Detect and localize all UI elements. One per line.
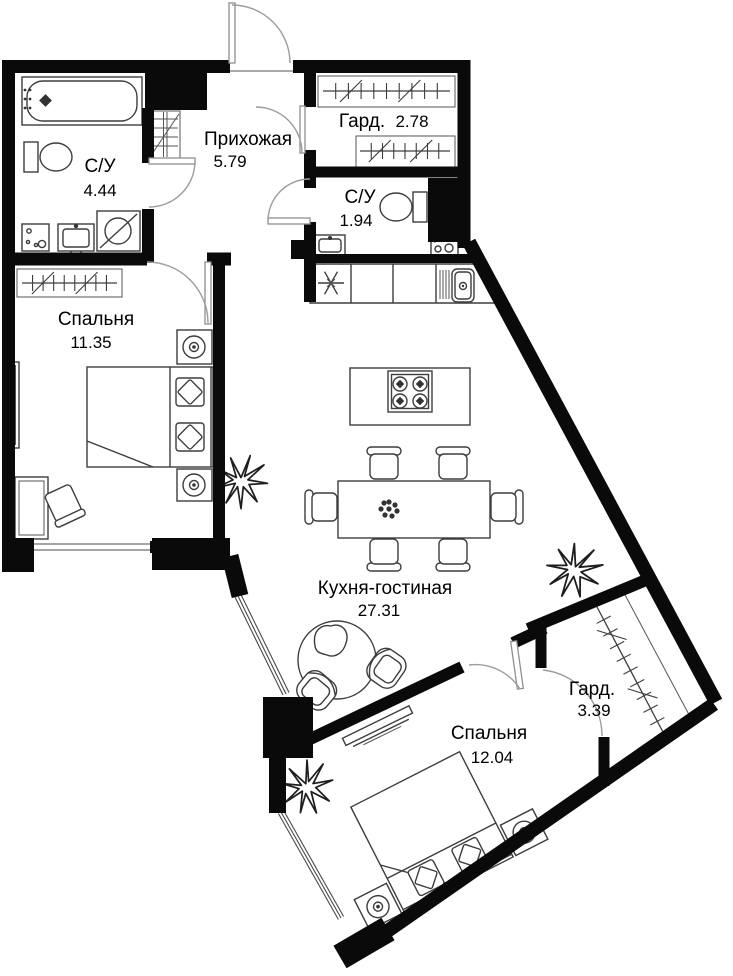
wardrobe-shelf-edge — [623, 592, 695, 725]
floor-drain-unit — [21, 223, 50, 252]
desk-chair — [44, 484, 86, 528]
cooktop — [387, 370, 433, 413]
wardrobe-shelf — [317, 75, 456, 108]
room-area: 3.39 — [577, 701, 610, 720]
desk — [14, 476, 49, 540]
kitchen-window — [233, 592, 290, 696]
hall-closet-block — [145, 66, 207, 110]
room-area: 12.04 — [471, 748, 514, 767]
wardrobe-2-door — [542, 669, 603, 737]
bed-2 — [349, 750, 515, 914]
room-bedroom-1 — [11, 268, 214, 540]
nightstand — [176, 468, 213, 502]
dining-table — [337, 480, 491, 539]
pouf — [313, 624, 348, 657]
room-label: Спальня — [451, 723, 527, 744]
bedroom-1-door — [146, 261, 212, 325]
washing-machine — [96, 210, 141, 252]
room-label: Гард. — [569, 679, 615, 700]
room-area: 5.79 — [213, 152, 246, 171]
walls — [2, 60, 723, 969]
shaft — [428, 178, 470, 242]
bathroom-1-door — [148, 157, 196, 208]
room-kitchen-living — [291, 263, 524, 748]
room-area: 2.78 — [395, 112, 428, 131]
room-wardrobe-2 — [623, 592, 695, 725]
bathtub — [21, 76, 143, 126]
wardrobe-rail-band — [16, 268, 123, 298]
room-area: 1.94 — [339, 211, 372, 230]
room-label: Гард. — [339, 111, 385, 132]
labels: С/У 4.44 Прихожая 5.79 Гард. 2.78 С/У 1.… — [58, 111, 615, 767]
bed-1 — [86, 366, 214, 468]
room-area: 11.35 — [70, 333, 111, 352]
table-flowers — [378, 499, 400, 519]
room-area: 27.31 — [358, 601, 401, 620]
bathroom-2-door — [267, 178, 311, 225]
tv-panel-2 — [341, 704, 414, 748]
toilet-1 — [23, 141, 73, 173]
lounge-area — [291, 620, 411, 716]
room-label: Спальня — [58, 309, 134, 330]
kitchen-sink — [439, 268, 475, 303]
doors — [146, 2, 603, 737]
entrance-door — [228, 2, 293, 72]
room-bathroom-1 — [21, 76, 143, 256]
nightstand — [176, 329, 213, 365]
bedroom-1-window — [30, 541, 154, 553]
kitchen-island — [349, 367, 471, 426]
bedroom-2-window — [277, 810, 345, 920]
room-label: Прихожая — [204, 129, 292, 150]
bathroom-sink — [57, 223, 95, 256]
nightstand — [353, 882, 403, 931]
toilet-2 — [379, 191, 428, 223]
hanging-rails — [22, 79, 665, 735]
room-hallway — [150, 110, 181, 159]
kitchen-counter — [309, 263, 499, 304]
room-area: 4.44 — [83, 181, 116, 200]
room-label: С/У — [344, 187, 376, 208]
room-label: Кухня-гостиная — [318, 578, 452, 599]
bedroom-2-door — [468, 640, 525, 690]
radiator — [150, 110, 181, 159]
fridge-snowflake-icon — [318, 271, 344, 295]
wardrobe-1-door — [255, 105, 306, 154]
room-label: С/У — [84, 156, 116, 177]
dining-set — [304, 446, 524, 572]
